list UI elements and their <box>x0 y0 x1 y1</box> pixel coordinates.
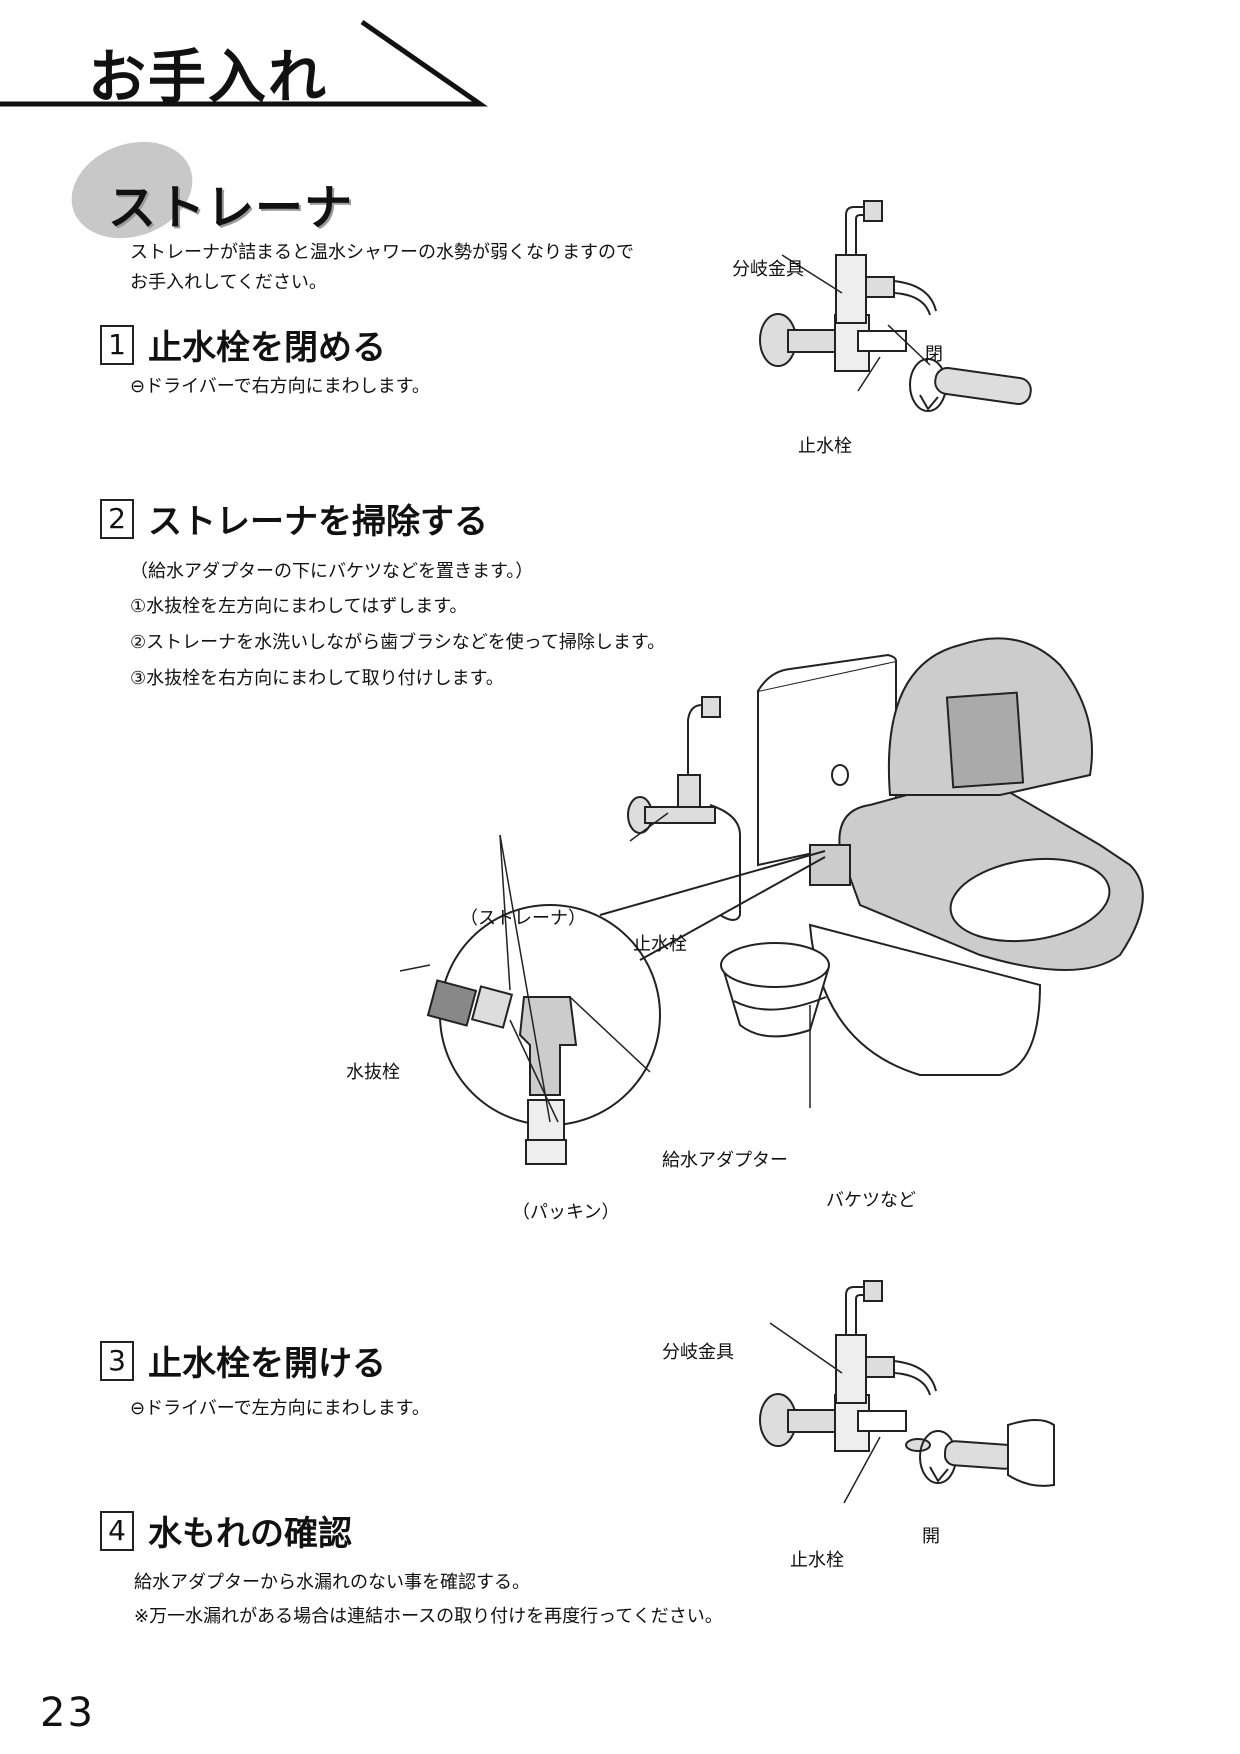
fig1-valve-close-illustration <box>740 195 1040 445</box>
label-drain-plug: 水抜栓 <box>346 1062 400 1083</box>
step-2-line: （給水アダプターの下にバケツなどを置きます。） <box>130 561 534 582</box>
label-bucket: バケツなど <box>826 1190 916 1211</box>
label-water-adapter: 給水アダプター <box>662 1150 788 1171</box>
step-number: 2 <box>100 498 134 539</box>
page-title: お手入れ <box>88 43 329 111</box>
section-title: ストレーナ <box>108 180 354 236</box>
step-2-line: ①水抜栓を左方向にまわしてはずします。 <box>130 596 468 617</box>
step-4-line: ※万一水漏れがある場合は連結ホースの取り付けを再度行ってください。 <box>134 1606 723 1627</box>
step-number: 1 <box>100 324 134 365</box>
step-2-line: ③水抜栓を右方向にまわして取り付けします。 <box>130 668 504 689</box>
fig3-valve-open-illustration <box>740 1275 1060 1535</box>
step-1-desc: ⊖ドライバーで右方向にまわします。 <box>130 376 430 397</box>
fig2-toilet-strainer-illustration <box>440 625 1160 1245</box>
section-blob <box>71 141 193 239</box>
step-3-desc: ⊖ドライバーで左方向にまわします。 <box>130 1398 430 1419</box>
label-stop-valve: 止水栓 <box>790 1550 844 1571</box>
label-stop-valve: 止水栓 <box>633 934 687 955</box>
label-open: 開 <box>922 1526 940 1547</box>
step-number: 4 <box>100 1510 134 1551</box>
header-rule <box>0 0 1240 120</box>
label-strainer: （ストレーナ） <box>460 908 586 929</box>
step-4-line: 給水アダプターから水漏れのない事を確認する。 <box>134 1572 530 1593</box>
intro-text: ストレーナが詰まると温水シャワーの水勢が弱くなりますので お手入れしてください。 <box>130 242 634 293</box>
label-packing: （パッキン） <box>512 1202 620 1223</box>
step-number: 3 <box>100 1340 134 1381</box>
label-stop-valve: 止水栓 <box>798 436 852 457</box>
step-2-line: ②ストレーナを水洗いしながら歯ブラシなどを使って掃除します。 <box>130 632 666 653</box>
label-branch-fitting: 分岐金具 <box>662 1342 734 1363</box>
label-branch-fitting: 分岐金具 <box>732 259 804 280</box>
label-close: 閉 <box>925 344 943 365</box>
page-number: 23 <box>40 1690 95 1736</box>
